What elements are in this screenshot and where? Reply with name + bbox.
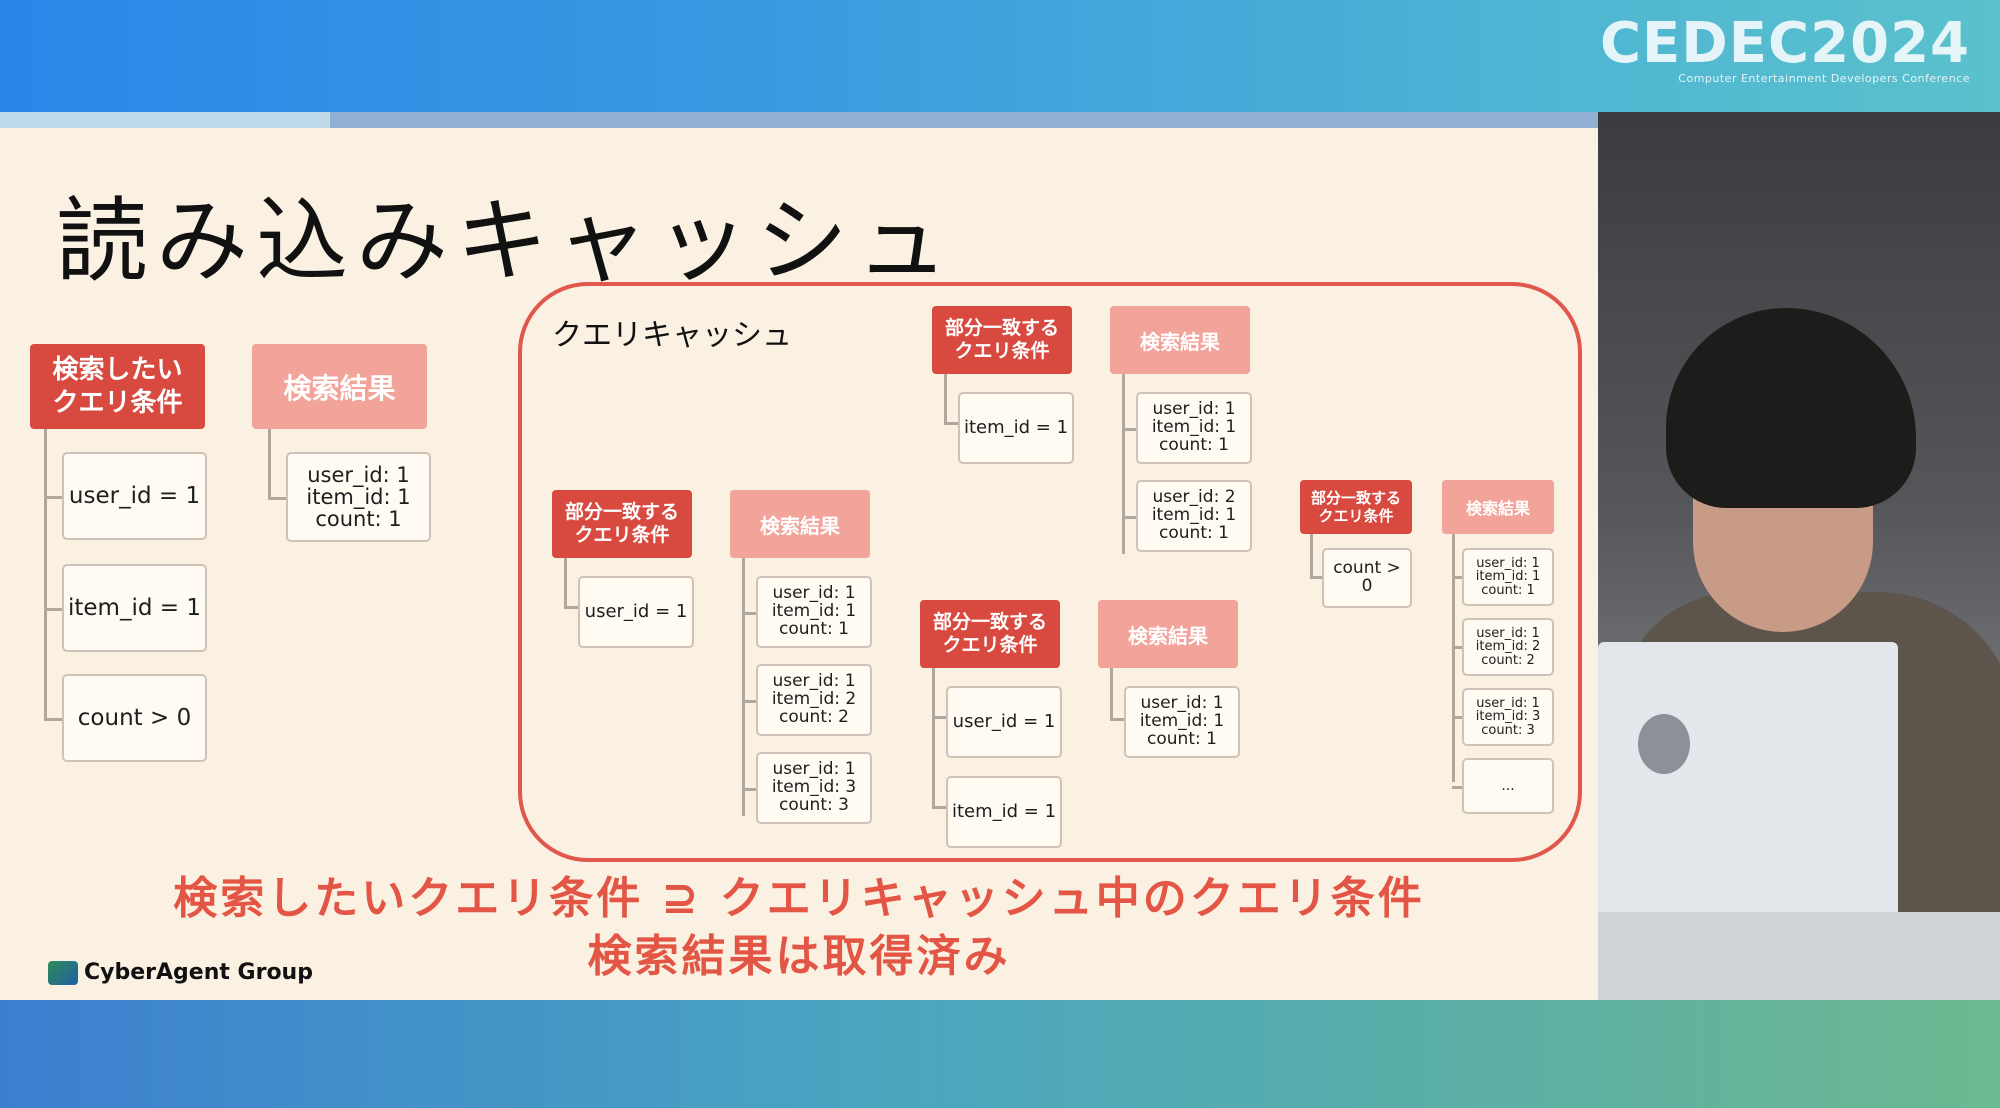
cache-result-record: user_id: 1 item_id: 1 count: 1 [1462, 548, 1554, 606]
tree-branch [932, 716, 948, 719]
top-banner [0, 0, 2000, 112]
speaker-camera-feed [1598, 112, 2000, 1000]
cache-result-record: user_id: 1 item_id: 1 count: 1 [756, 576, 872, 648]
tree-branch [1310, 576, 1324, 579]
cache-result-ellipsis: ... [1462, 758, 1554, 814]
tree-branch [932, 806, 948, 809]
query-cache-container [518, 282, 1582, 862]
presentation-slide: 読み込みキャッシュ 検索したい クエリ条件 検索結果 user_id = 1 i… [0, 112, 1598, 1000]
condition-count: count > 0 [62, 674, 207, 762]
partial-query-header: 部分一致する クエリ条件 [920, 600, 1060, 668]
partial-query-header: 部分一致する クエリ条件 [552, 490, 692, 558]
logo-main-text: CEDEC2024 [1599, 11, 1970, 76]
cache-result-record: user_id: 1 item_id: 2 count: 2 [756, 664, 872, 736]
tree-line [1110, 668, 1113, 720]
partial-query-header: 部分一致する クエリ条件 [1300, 480, 1412, 534]
tree-branch [268, 497, 288, 500]
cache-result-record: user_id: 1 item_id: 3 count: 3 [756, 752, 872, 824]
cache-result-record: user_id: 1 item_id: 2 count: 2 [1462, 618, 1554, 676]
company-logo: CyberAgent Group [48, 960, 313, 985]
tree-branch [742, 612, 758, 615]
tree-branch [1452, 786, 1464, 789]
tree-line [1122, 374, 1125, 554]
apple-logo-icon [1638, 714, 1690, 774]
result-header: 検索結果 [1442, 480, 1554, 534]
tree-line [1452, 534, 1455, 782]
tree-line [742, 558, 745, 816]
query-cache-label: クエリキャッシュ [552, 318, 792, 353]
bottom-banner [0, 1000, 2000, 1108]
left-result-record: user_id: 1 item_id: 1 count: 1 [286, 452, 431, 542]
condition-statement: 検索したいクエリ条件 ⊇ クエリキャッシュ中のクエリ条件 [173, 873, 1425, 924]
tree-branch [742, 700, 758, 703]
slide-top-strip [0, 112, 1598, 128]
condition-item-id: item_id = 1 [62, 564, 207, 652]
result-tree-line [268, 429, 271, 499]
cache-result-record: user_id: 1 item_id: 1 count: 1 [1124, 686, 1240, 758]
partial-query-header: 部分一致する クエリ条件 [932, 306, 1072, 374]
result-statement: 検索結果は取得済み [587, 931, 1011, 982]
tree-branch [1110, 718, 1126, 721]
cache-condition: item_id = 1 [946, 776, 1062, 848]
tree-branch [742, 788, 758, 791]
tree-branch [1452, 646, 1464, 649]
left-tree-line [44, 429, 47, 719]
result-header: 検索結果 [1110, 306, 1250, 374]
tree-branch [44, 718, 64, 721]
search-query-header: 検索したい クエリ条件 [30, 344, 205, 429]
search-result-header: 検索結果 [252, 344, 427, 429]
cedec-logo: CEDEC2024 Computer Entertainment Develop… [1599, 11, 1970, 86]
tree-branch [44, 496, 64, 499]
cache-condition: count > 0 [1322, 548, 1412, 608]
company-name: CyberAgent Group [84, 960, 313, 985]
cache-condition: user_id = 1 [946, 686, 1062, 758]
cache-result-record: user_id: 1 item_id: 1 count: 1 [1136, 392, 1252, 464]
tree-branch [564, 606, 580, 609]
logo-subtitle: Computer Entertainment Developers Confer… [1678, 72, 1970, 85]
slide-title: 読み込みキャッシュ [56, 188, 957, 295]
tree-line [932, 668, 935, 808]
tree-branch [944, 422, 960, 425]
cyberagent-logo-icon [48, 960, 78, 985]
tree-line [564, 558, 567, 608]
speaker-hair [1666, 308, 1916, 508]
cache-result-record: user_id: 1 item_id: 3 count: 3 [1462, 688, 1554, 746]
podium [1598, 912, 2000, 1000]
result-header: 検索結果 [1098, 600, 1238, 668]
tree-line [944, 374, 947, 424]
tree-branch [1452, 716, 1464, 719]
laptop [1598, 642, 1898, 922]
tree-branch [1122, 428, 1138, 431]
tree-line [1310, 534, 1313, 578]
condition-user-id: user_id = 1 [62, 452, 207, 540]
cache-result-record: user_id: 2 item_id: 1 count: 1 [1136, 480, 1252, 552]
tree-branch [1122, 516, 1138, 519]
tree-branch [1452, 576, 1464, 579]
cache-condition: user_id = 1 [578, 576, 694, 648]
cache-condition: item_id = 1 [958, 392, 1074, 464]
result-header: 検索結果 [730, 490, 870, 558]
tree-branch [44, 608, 64, 611]
